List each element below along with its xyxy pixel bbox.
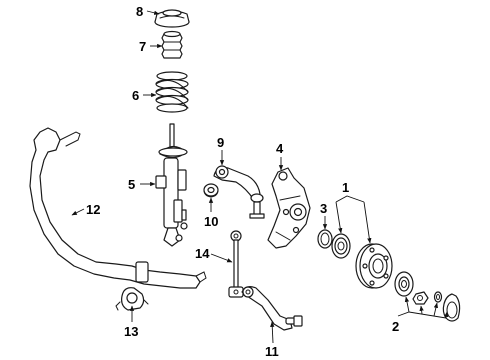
callout-11: 11 bbox=[265, 344, 279, 359]
leader-lines bbox=[71, 10, 449, 344]
callout-7: 7 bbox=[139, 39, 146, 54]
snap-ring-part bbox=[317, 229, 333, 249]
bump-stop-part bbox=[161, 30, 183, 59]
lower-control-arm-part bbox=[241, 286, 303, 331]
upper-control-arm-part bbox=[213, 165, 265, 219]
callout-3: 3 bbox=[320, 201, 327, 216]
callout-12: 12 bbox=[86, 202, 100, 217]
callout-4: 4 bbox=[276, 141, 284, 156]
callout-13: 13 bbox=[124, 324, 138, 339]
hub-nut-part bbox=[412, 291, 429, 305]
callout-10: 10 bbox=[204, 214, 218, 229]
coil-spring-part bbox=[155, 71, 189, 113]
callout-9: 9 bbox=[217, 135, 224, 150]
wheel-hub-part bbox=[355, 243, 393, 289]
wheel-bearing-part bbox=[331, 233, 351, 259]
washer-part bbox=[433, 291, 443, 303]
callout-14: 14 bbox=[195, 246, 210, 261]
stabilizer-bar-part bbox=[29, 127, 207, 289]
strut-assembly-part bbox=[155, 123, 188, 247]
callout-8: 8 bbox=[136, 4, 143, 19]
stabilizer-bushing-part bbox=[115, 287, 149, 311]
bushing-part bbox=[203, 183, 219, 198]
callout-2: 2 bbox=[392, 319, 399, 334]
callout-6: 6 bbox=[132, 88, 139, 103]
callout-1: 1 bbox=[342, 180, 349, 195]
outer-bearing-part bbox=[394, 271, 414, 297]
steering-knuckle-part bbox=[267, 167, 311, 249]
stabilizer-link-part bbox=[228, 230, 244, 298]
callout-5: 5 bbox=[128, 177, 135, 192]
upper-strut-mount-part bbox=[154, 9, 190, 28]
